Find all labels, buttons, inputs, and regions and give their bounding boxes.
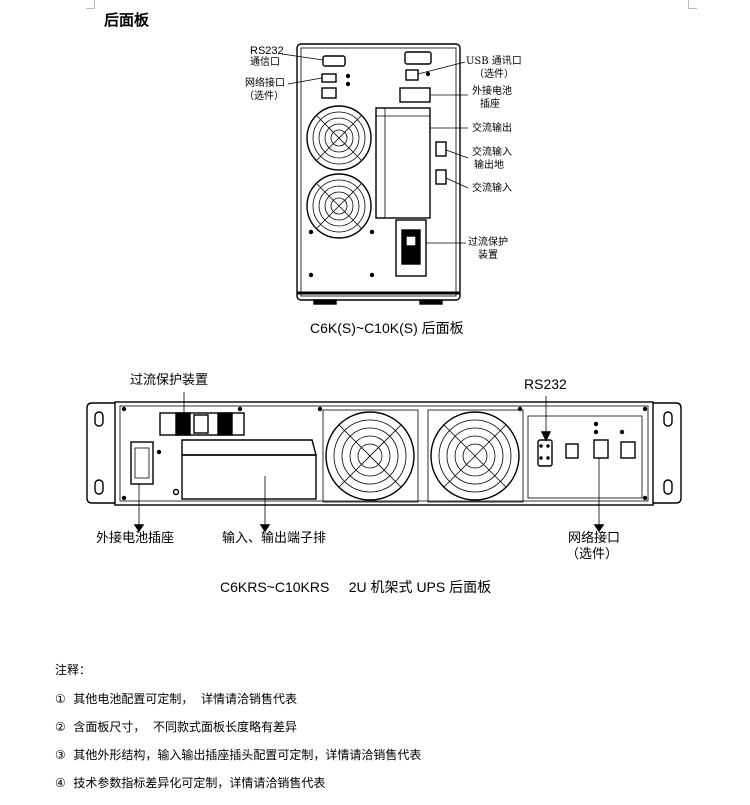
label-network: 网络接口 [245,78,285,89]
network-port [321,73,337,83]
label-rack-terminal: 输入、输出端子排 [222,531,327,546]
label-battery-sub: 插座 [480,99,500,110]
page-heading: 后面板 [104,11,150,29]
label-rs232: RS232 [250,45,284,57]
rack-battery-socket [130,441,154,485]
label-rack-overcurrent: 过流保护装置 [130,373,209,388]
rack-terminal-block [181,454,317,500]
label-rack-battery: 外接电池插座 [96,531,175,546]
note-item: ① 其他电池配置可定制， 详情请洽销售代表 [55,692,298,706]
terminal-cover [375,107,431,219]
label-overcurrent-sub: 装置 [478,250,498,261]
usb-port [405,69,419,81]
rack-breaker [159,412,245,436]
note-item: ③ 其他外形结构，输入输出插座插头配置可定制，详情请洽销售代表 [55,748,422,762]
rs232-port [322,55,346,67]
fan-bottom [306,173,372,239]
label-ac-out: 交流输出 [472,123,512,134]
page-corner-mark [86,0,95,9]
page-corner-mark [688,0,697,9]
label-network-sub: （选件） [244,91,284,102]
label-rack-network-sub: （选件） [566,547,619,562]
label-overcurrent: 过流保护 [468,237,508,248]
label-rs232-sub: 通信口 [250,57,280,68]
label-ac-in-out: 交流输入 [472,147,512,158]
figure2-caption: C6KRS~C10KRS 2U 机架式 UPS 后面板 [220,579,492,595]
note-item: ② 含面板尺寸， 不同款式面板长度略有差异 [55,720,298,734]
label-rack-network: 网络接口 [568,531,621,546]
rack-ups-rear-panel [86,392,682,533]
rack-fan-left [322,409,419,503]
rack-fan-right [427,409,524,503]
battery-socket [399,87,431,103]
label-battery: 外接电池 [472,86,512,97]
fan-top [306,105,372,171]
label-rack-rs232: RS232 [524,376,567,392]
label-usb-sub: （选件） [474,69,514,80]
label-ac-in: 交流输入 [472,183,512,194]
label-usb: USB 通讯口 [466,56,522,67]
breaker-box [395,219,427,277]
figure1-caption: C6K(S)~C10K(S) 后面板 [310,320,464,336]
notes-title: 注释： [55,663,92,677]
rack-network-port [593,439,609,459]
label-ac-in-out-sub: 输出地 [474,160,504,171]
rack-rs232-port [537,439,553,467]
tower-ups-rear-panel [281,43,469,305]
note-item: ④ 技术参数指标差异化可定制，详情请洽销售代表 [55,776,326,790]
